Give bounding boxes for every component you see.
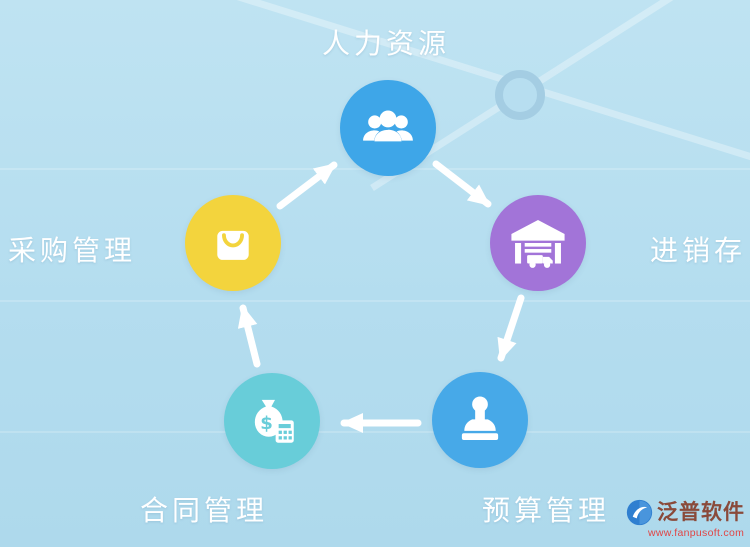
node-procurement-circle — [185, 195, 281, 291]
watermark: 泛普软件 www.fanpusoft.com — [626, 499, 745, 540]
decoration-ring — [495, 70, 545, 120]
svg-text:$: $ — [260, 413, 273, 434]
warehouse-truck-icon — [511, 220, 565, 268]
label-budget: 预算管理 — [482, 495, 611, 526]
label-hr: 人力资源 — [322, 28, 451, 59]
people-group-icon — [363, 110, 413, 142]
node-budget-circle — [432, 372, 528, 468]
fanpu-logo-icon — [626, 500, 653, 526]
label-procurement: 采购管理 — [8, 235, 137, 266]
node-contract-circle: $ — [224, 373, 320, 469]
node-inventory-circle — [490, 195, 586, 291]
arrow-inventory-to-budget — [497, 294, 525, 362]
watermark-site: www.fanpusoft.com — [648, 527, 745, 540]
arrow-procurement-to-hr — [276, 161, 338, 210]
label-contract: 合同管理 — [140, 495, 269, 526]
money-bag-calculator-icon: $ — [254, 399, 294, 443]
node-hr-circle — [340, 80, 436, 176]
stamp-icon — [461, 396, 499, 440]
watermark-brand: 泛普软件 — [657, 501, 745, 525]
arrow-contract-to-procurement — [237, 304, 261, 368]
label-inventory: 进销存 — [650, 235, 747, 266]
arrow-hr-to-inventory — [432, 160, 492, 208]
shopping-bag-icon — [217, 230, 249, 260]
